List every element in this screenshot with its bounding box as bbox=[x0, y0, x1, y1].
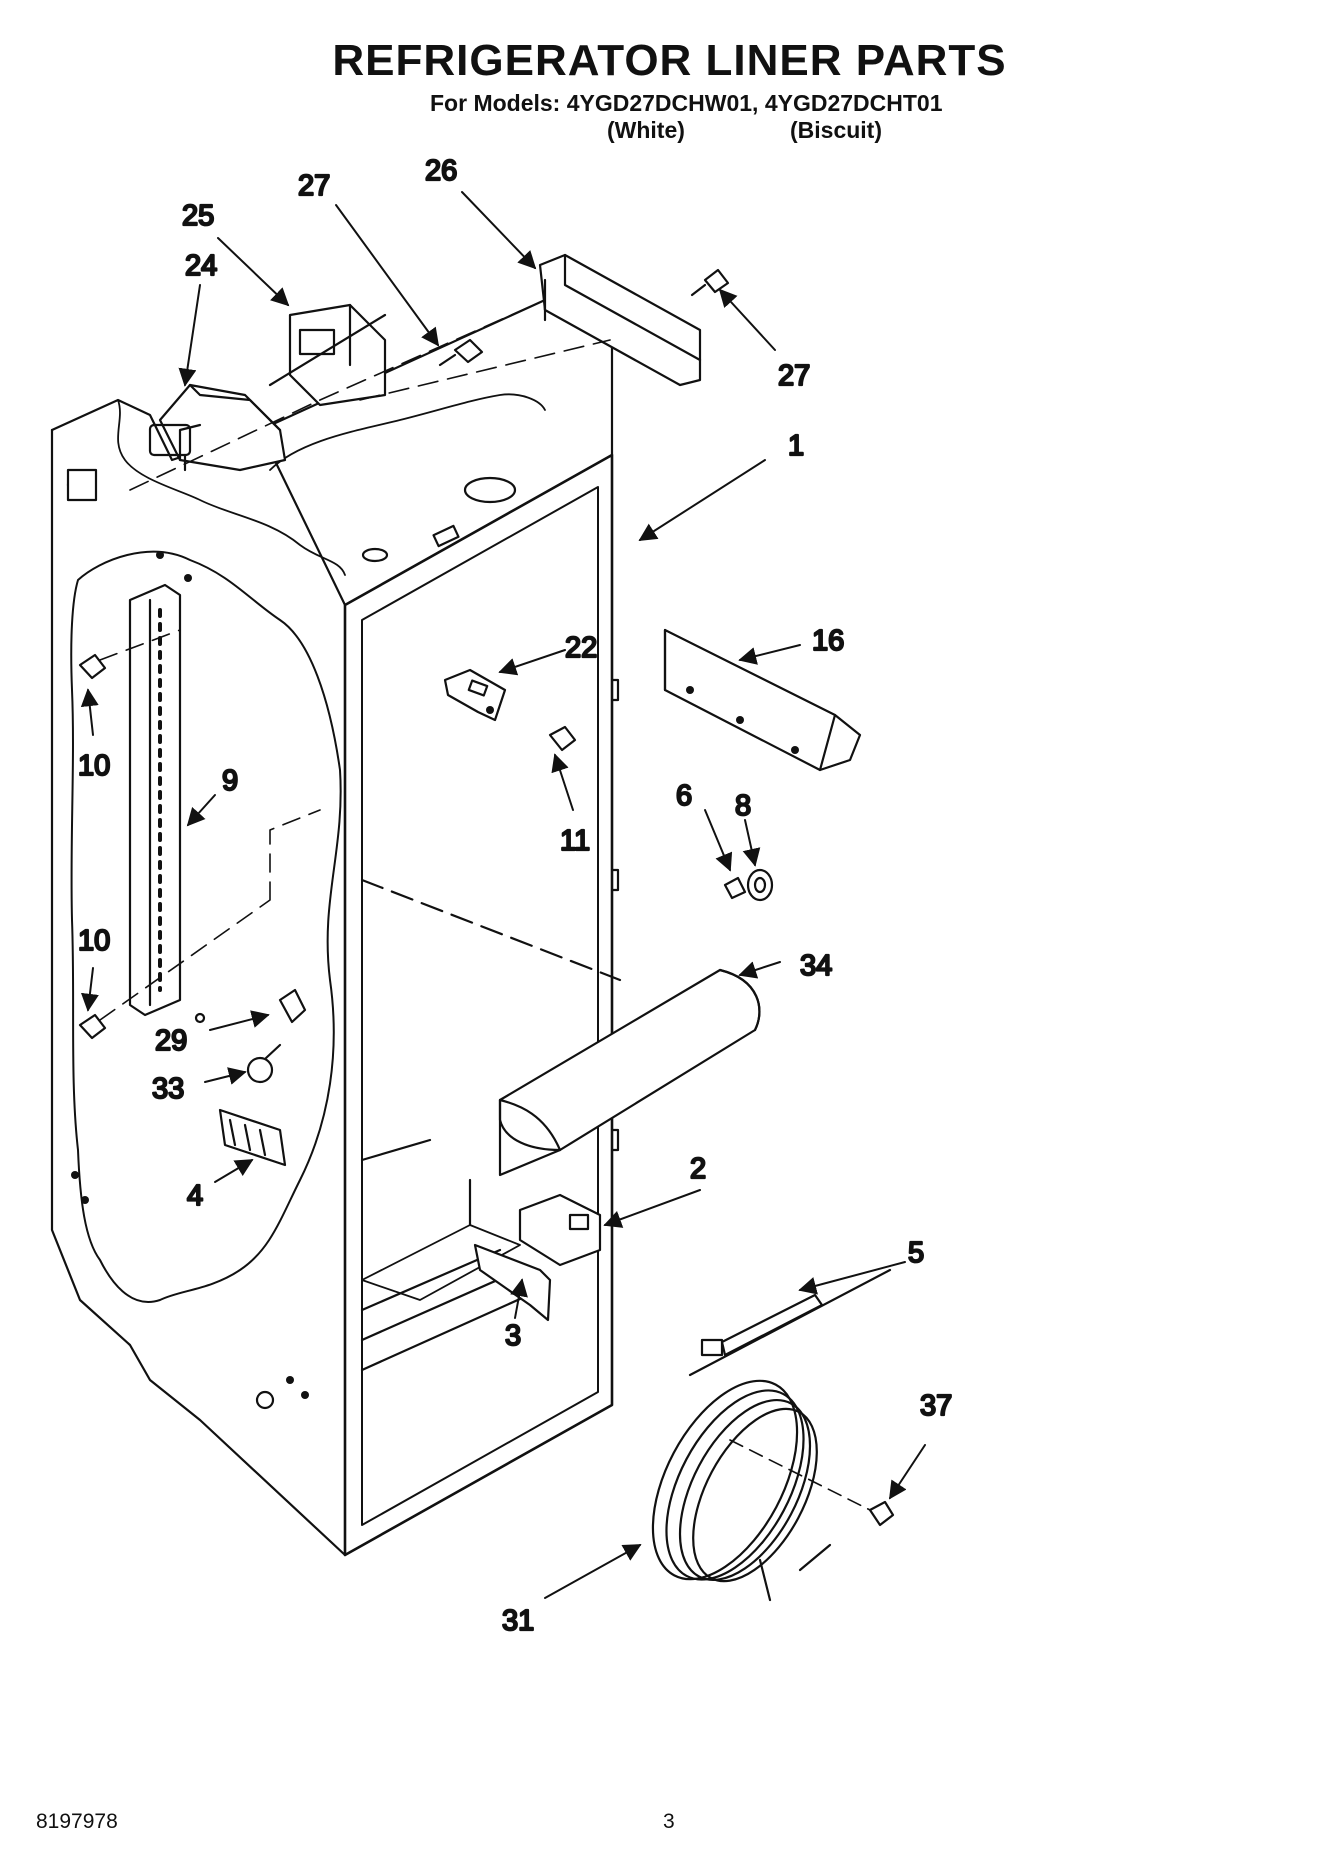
part-3-bracket bbox=[473, 1243, 552, 1322]
callout-label: 25 bbox=[182, 200, 214, 232]
callout-label: 27 bbox=[778, 360, 810, 392]
assembly-line-tube bbox=[729, 1439, 871, 1511]
callout-label: 27 bbox=[298, 170, 330, 202]
callout-label: 37 bbox=[920, 1390, 952, 1422]
part-11-screw bbox=[548, 725, 577, 752]
callout-label: 5 bbox=[908, 1237, 924, 1269]
callout-label: 22 bbox=[565, 632, 597, 664]
callout-label: 29 bbox=[155, 1025, 187, 1057]
part-33-light-bulb bbox=[246, 1043, 282, 1084]
callout-label: 33 bbox=[152, 1073, 184, 1105]
part-34-cover bbox=[498, 968, 761, 1177]
callout-label: 4 bbox=[187, 1180, 203, 1212]
variant-white-label: (White) bbox=[607, 117, 685, 143]
part-29-light-socket bbox=[194, 988, 307, 1024]
callout-labels: 27 26 25 24 27 1 22 16 10 9 11 6 8 10 34… bbox=[77, 154, 953, 1638]
callout-label: 16 bbox=[812, 625, 844, 657]
document-number: 8197978 bbox=[36, 1810, 118, 1833]
callout-label: 10 bbox=[78, 750, 110, 782]
callout-label: 8 bbox=[735, 790, 751, 822]
callout-label: 2 bbox=[690, 1153, 706, 1185]
callout-label: 26 bbox=[425, 155, 457, 187]
part-26-rail bbox=[538, 253, 702, 387]
part-24-control-housing bbox=[148, 383, 287, 472]
part-2-bracket bbox=[518, 1193, 602, 1267]
variant-biscuit-label: (Biscuit) bbox=[790, 117, 882, 143]
part-4-light-shield bbox=[218, 1108, 287, 1167]
callout-label: 11 bbox=[560, 825, 590, 857]
assembly-lines-top bbox=[129, 299, 611, 491]
callout-label: 6 bbox=[676, 780, 692, 812]
models-line: For Models: 4YGD27DCHW01, 4YGD27DCHT01 bbox=[430, 90, 943, 116]
part-22-bracket bbox=[443, 668, 507, 722]
part-9-shelf-rail bbox=[128, 583, 182, 1017]
callout-label: 1 bbox=[788, 430, 804, 462]
leader-arrows bbox=[80, 191, 926, 1599]
part-6-screw bbox=[723, 876, 747, 900]
callout-label: 10 bbox=[78, 925, 110, 957]
callout-label: 34 bbox=[800, 950, 832, 982]
callout-label: 9 bbox=[222, 765, 238, 797]
part-8-cap bbox=[746, 868, 774, 902]
page-number: 3 bbox=[663, 1810, 675, 1833]
page-title: REFRIGERATOR LINER PARTS bbox=[332, 36, 1007, 85]
callout-label: 31 bbox=[502, 1605, 534, 1637]
callout-label: 3 bbox=[505, 1320, 521, 1352]
part-10-screws bbox=[78, 653, 107, 1040]
callout-label: 24 bbox=[185, 250, 217, 282]
part-16-trough bbox=[663, 628, 862, 772]
part-5-cable-tie bbox=[700, 1293, 824, 1357]
part-25-bracket bbox=[268, 303, 387, 407]
part-31-water-tube bbox=[651, 1268, 892, 1602]
part-37-screw bbox=[868, 1500, 895, 1527]
assembly-lines-rail bbox=[99, 629, 321, 1021]
part-27-screws bbox=[438, 268, 730, 367]
